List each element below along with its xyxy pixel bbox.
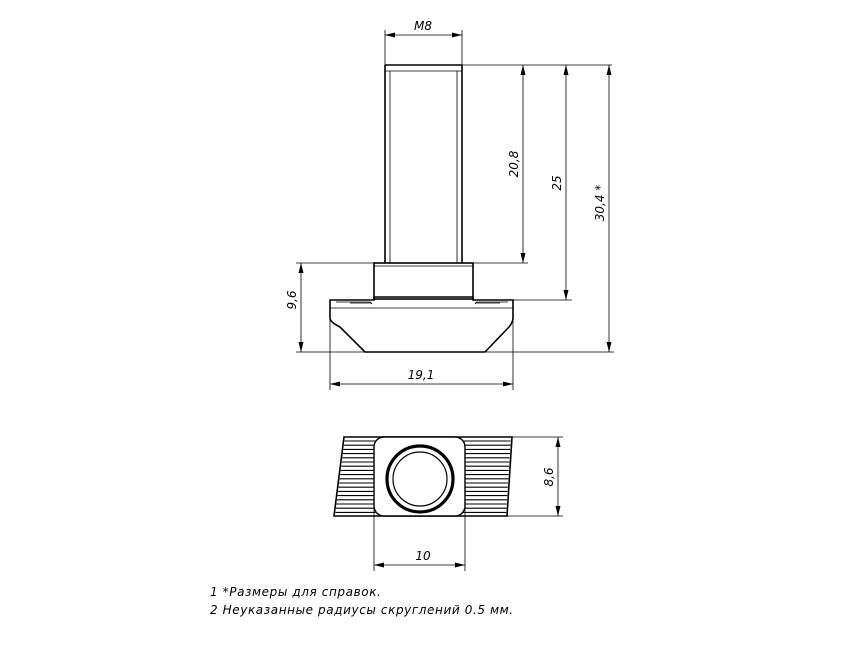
note-1: 1 *Размеры для справок. [210,585,381,599]
dimension-10: 10 [373,500,466,571]
bolt-head [329,296,514,353]
label-19-1: 19,1 [408,368,435,382]
bolt-shank [384,64,463,263]
dimension-30-4: 30,4 * [485,65,614,353]
dimension-20-8: 20,8 [462,64,612,264]
dimension-m8: M8 [384,19,463,65]
bolt-collar [373,262,474,300]
bolt-side-view [329,64,514,353]
dimension-25: 25 [513,65,572,301]
notes: 1 *Размеры для справок. 2 Неуказанные ра… [210,585,514,617]
dimension-8-6: 8,6 [507,436,563,517]
nut-top-view [333,436,513,517]
label-9-6: 9,6 [285,290,299,309]
label-20-8: 20,8 [507,150,521,177]
dimension-19-1: 19,1 [329,318,514,390]
label-8-6: 8,6 [542,467,556,486]
note-2: 2 Неуказанные радиусы скруглений 0.5 мм. [210,603,514,617]
label-25: 25 [550,175,564,190]
dimension-9-6: 9,6 [285,262,374,353]
label-m8: M8 [414,19,432,33]
label-30-4: 30,4 * [593,185,607,222]
label-10: 10 [415,549,431,563]
